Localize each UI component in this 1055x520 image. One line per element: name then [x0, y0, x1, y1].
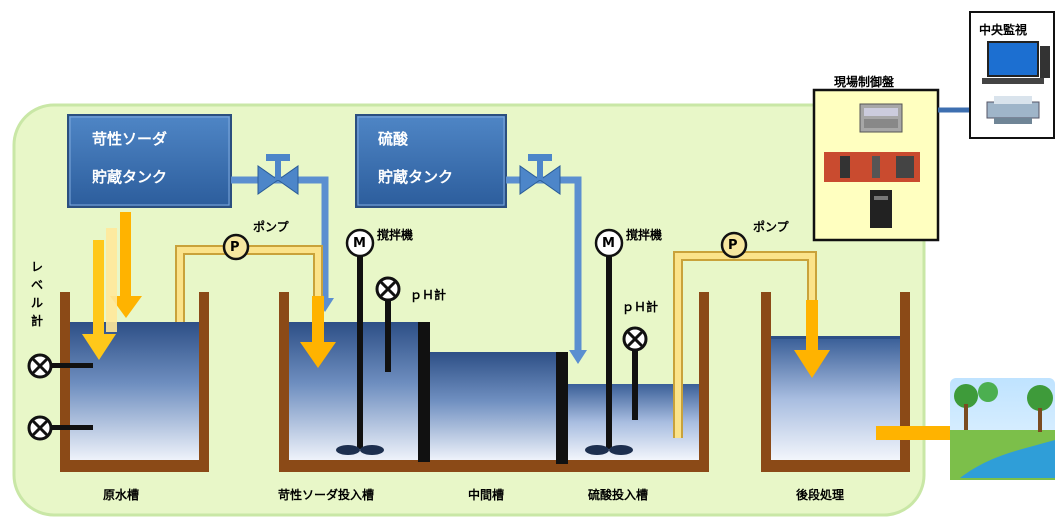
- level-gauge-char-1: レ: [31, 260, 44, 274]
- level-gauge-char-3: ル: [31, 296, 44, 310]
- basin-raw-label: 原水槽: [103, 488, 140, 502]
- level-gauge-char-4: 計: [31, 314, 44, 328]
- central-monitor-label: 中央監視: [979, 23, 1028, 37]
- field-control-panel: [812, 88, 940, 242]
- post-basin: [761, 292, 910, 472]
- acid-feed-arrowhead: [569, 350, 587, 364]
- mixer-right-label: 撹拌機: [626, 228, 663, 242]
- partition-1: [418, 322, 430, 462]
- ph-meter-left-label: ｐＨ計: [410, 288, 447, 302]
- naoh-storage-tank: [67, 114, 232, 208]
- acid-storage-tank: [355, 114, 507, 208]
- pump-left-arrow: [300, 296, 336, 368]
- level-sensor-upper: [27, 353, 93, 379]
- naoh-middle-acid-basin: [279, 292, 709, 472]
- basin-acid-label: 硫酸投入槽: [588, 488, 649, 502]
- field-panel-label: 現場制御盤: [834, 75, 895, 89]
- inflow-arrow-2: [106, 228, 117, 332]
- acid-tank-label-line2: 貯蔵タンク: [378, 168, 454, 186]
- mixer-right-icon: [585, 228, 633, 455]
- pump-left-label: ポンプ: [253, 220, 289, 234]
- level-gauge-char-2: ベ: [31, 278, 44, 292]
- pump-left-symbol: P: [230, 240, 240, 255]
- ph-meter-left-icon: [375, 276, 401, 372]
- naoh-tank-label-line2: 貯蔵タンク: [92, 168, 168, 186]
- naoh-valve-icon: [257, 154, 299, 195]
- raw-basin: [60, 292, 209, 472]
- mixer-left-label: 撹拌機: [377, 228, 414, 242]
- naoh-tank-label-line1: 苛性ソーダ: [92, 130, 168, 148]
- middle-basin-water: [428, 352, 558, 460]
- pump-right-label: ポンプ: [753, 220, 789, 234]
- basin-post-label: 後段処理: [796, 488, 845, 502]
- naoh-dose-arrow: [110, 212, 142, 318]
- pump-right-symbol: P: [728, 238, 738, 253]
- pump-left-icon: [222, 233, 250, 261]
- mixer-left-icon: [336, 228, 384, 455]
- post-basin-water: [771, 338, 900, 460]
- acid-tank-label-line1: 硫酸: [378, 130, 409, 148]
- partition-2: [556, 352, 568, 464]
- ph-meter-right-icon: [622, 326, 648, 420]
- pump-right-arrow: [794, 300, 830, 378]
- pump-right-icon: [720, 231, 748, 259]
- river-image: [950, 378, 1055, 480]
- basin-naoh-label: 苛性ソーダ投入槽: [278, 488, 375, 502]
- pump-left-pipe: [175, 245, 323, 322]
- raw-inflow-arrow: [82, 240, 116, 360]
- central-monitor-box: [969, 11, 1055, 139]
- level-sensor-lower: [27, 415, 93, 441]
- mixer-left-symbol: M: [353, 236, 366, 251]
- basin-middle-label: 中間槽: [468, 488, 505, 502]
- acid-valve-icon: [519, 154, 561, 195]
- ph-meter-right-label: ｐＨ計: [622, 300, 659, 314]
- mixer-right-symbol: M: [602, 236, 615, 251]
